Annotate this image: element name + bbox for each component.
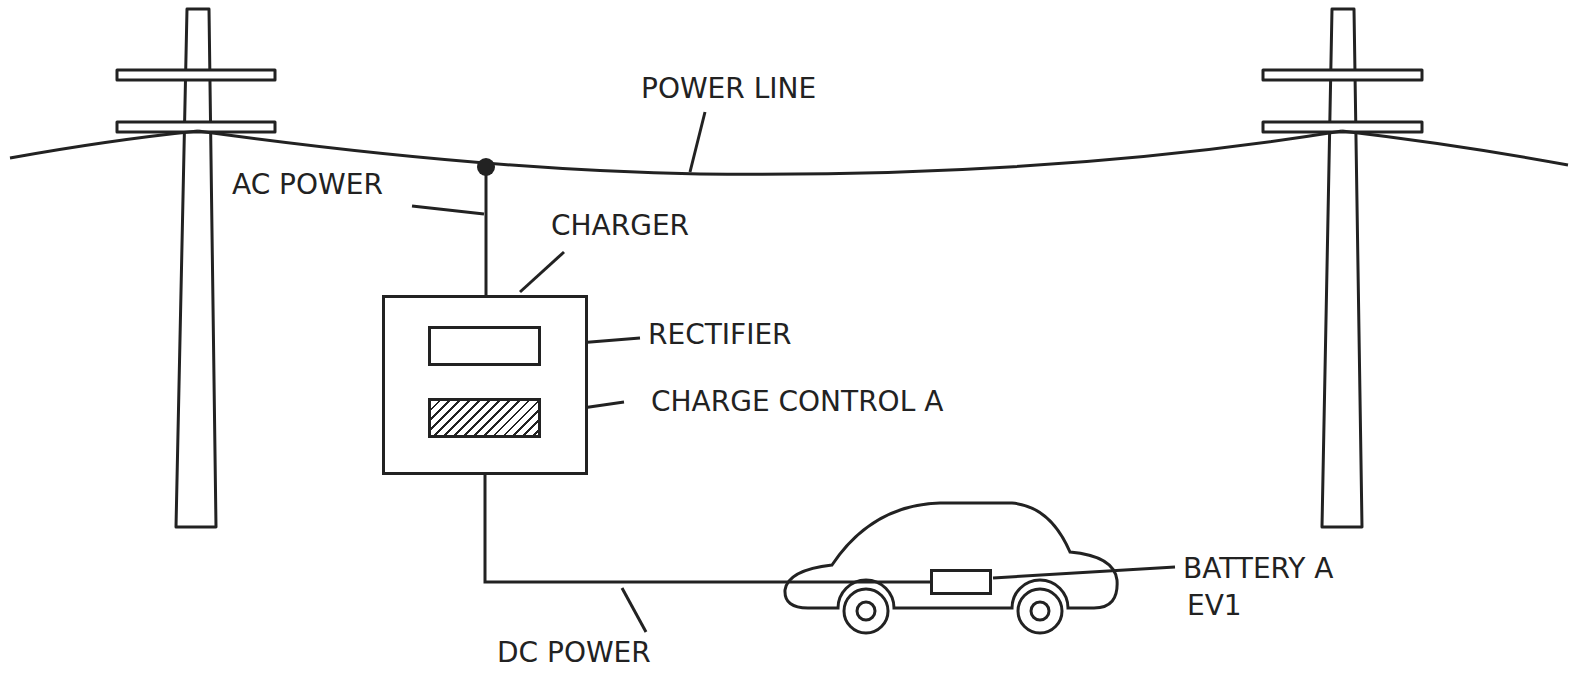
charge-control-box: CHARGE CONTROL A: [428, 398, 541, 438]
vehicle-label: EV1: [1187, 592, 1242, 620]
part-label: RECTIFIER: [648, 321, 792, 349]
junction-dot: [477, 158, 495, 176]
ac-wire: [485, 167, 488, 296]
part-label: CHARGE CONTROL A: [651, 388, 943, 416]
leader-line: [622, 588, 646, 632]
leader-line: [520, 252, 564, 292]
power-line-label: POWER LINE: [641, 75, 816, 103]
leader-line: [412, 206, 484, 214]
rectifier-box: RECTIFIER: [428, 326, 541, 366]
wheel: [1018, 589, 1062, 633]
battery-box: BATTERY A: [930, 569, 992, 595]
leader-line: [690, 112, 705, 172]
utility-pole: [1322, 9, 1362, 527]
part-label: CHARGER: [551, 212, 689, 240]
wheel: [844, 589, 888, 633]
wire-label: AC POWER: [232, 171, 383, 199]
hub: [1031, 602, 1049, 620]
crossarm: [117, 70, 275, 80]
power-line: [1342, 131, 1568, 165]
power-line: [198, 131, 1342, 174]
part-label: BATTERY A: [1183, 555, 1333, 583]
utility-pole: [176, 9, 216, 527]
crossarm: [1263, 70, 1422, 80]
leader-line: [993, 567, 1175, 578]
power-line: [10, 131, 198, 158]
power-wire: [485, 475, 930, 582]
hub: [857, 602, 875, 620]
wire-label: DC POWER: [497, 639, 651, 667]
charger-box: CHARGERRECTIFIERCHARGE CONTROL A: [382, 295, 588, 475]
car-body: [785, 503, 1117, 608]
